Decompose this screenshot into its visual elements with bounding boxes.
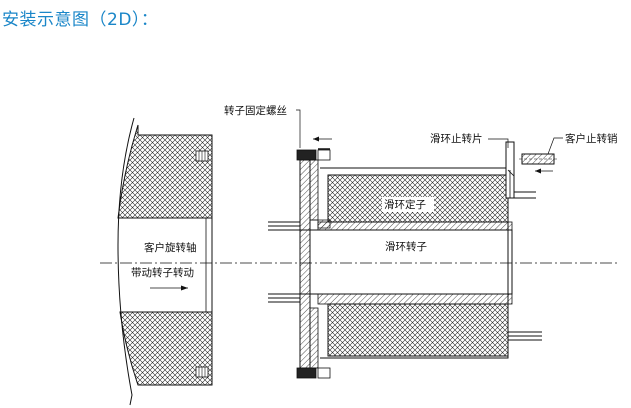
leader-stop-pin [547,137,563,155]
page-title: 安装示意图（2D）： [2,10,159,30]
rotor-hub-lower [309,307,319,369]
rotor-sleeve-upper [317,221,513,231]
leader-rotor-screw [296,109,301,148]
label-rotor-fixing-screw: 转子固定螺丝 [224,104,287,117]
label-stop-plate: 滑环止转片 [430,132,483,145]
rotor-sleeve-lower [317,293,513,305]
stator-lower [327,303,509,357]
shaft-upper-block [117,124,213,219]
label-rotor: 滑环转子 [385,240,427,253]
rotor-fixing-screw-top [296,149,317,161]
label-drives-rotor: 带动转子转动 [131,266,194,279]
label-customer-stop-pin: 客户止转销 [565,132,618,145]
customer-shaft [117,117,213,406]
shaft-break-line [117,117,135,406]
leader-stop-plate [488,138,509,148]
rotor-wires [268,221,300,303]
rotor-flange [299,159,311,369]
label-stator: 滑环定子 [384,198,426,211]
slip-ring [268,136,558,379]
rotor-bore [299,229,513,295]
rotor-hub-upper [309,159,319,221]
stator-label-bg [382,197,434,212]
rotor-fixing-screw-bottom [296,367,317,379]
label-customer-shaft: 客户旋转轴 [144,241,197,254]
stator-wires [508,331,542,341]
